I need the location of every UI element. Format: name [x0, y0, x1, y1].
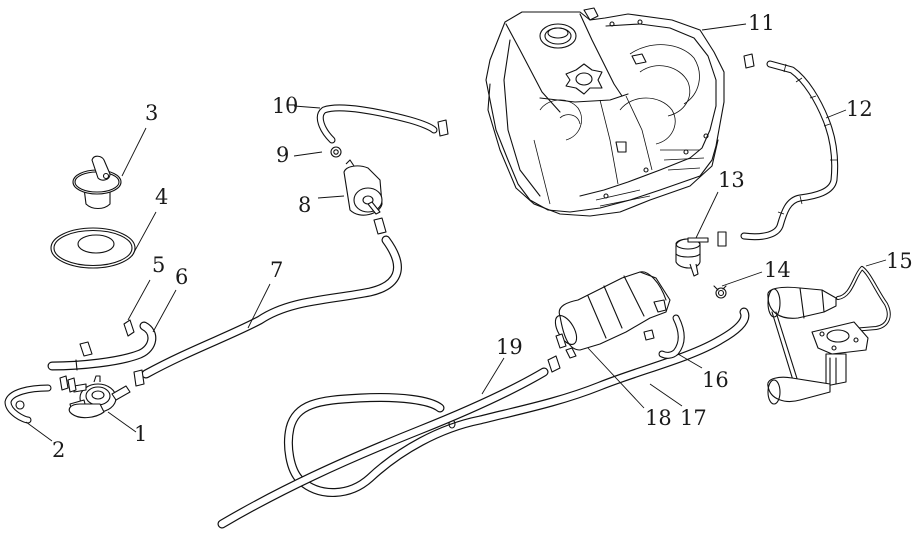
leader-7	[247, 283, 271, 329]
callout-16: 16	[702, 368, 729, 392]
callout-10: 1θ	[272, 94, 299, 118]
part-13-check-valve	[675, 237, 709, 277]
leader-13	[695, 191, 719, 239]
leader-12	[825, 109, 847, 119]
part-9-clamp	[330, 146, 342, 158]
part-7-fuel-hose	[133, 235, 402, 387]
leader-19	[481, 357, 505, 395]
part-8-fuel-filter	[343, 159, 387, 235]
callout-5: 5	[152, 253, 166, 277]
leader-lines	[25, 23, 887, 442]
part-5-clip	[79, 319, 135, 357]
part-18-canister	[554, 271, 671, 359]
part-6-vacuum-hose	[47, 321, 157, 371]
callout-8: 8	[298, 193, 312, 217]
leader-11	[701, 23, 747, 31]
leader-8	[317, 195, 345, 199]
callout-1: 1	[134, 422, 148, 446]
part-15-fuel-sender	[767, 266, 891, 405]
leader-6	[152, 289, 177, 333]
part-16-short-hose	[658, 314, 685, 359]
leader-4	[131, 211, 157, 257]
part-4-gasket	[50, 227, 136, 269]
callout-2: 2	[52, 438, 66, 462]
leader-10	[293, 105, 321, 109]
leader-18	[587, 347, 645, 409]
leader-15	[865, 259, 887, 267]
callout-7: 7	[270, 258, 284, 282]
callout-3: 3	[145, 101, 159, 125]
part-12-breather-hose	[717, 53, 839, 247]
callout-18: 18	[645, 406, 672, 430]
part-11-fuel-tank	[485, 7, 725, 217]
callout-6: 6	[175, 265, 189, 289]
callout-17: 17	[680, 406, 707, 430]
leader-5	[127, 279, 151, 321]
leader-2	[25, 421, 53, 442]
leader-16	[677, 353, 703, 369]
callout-14: 14	[764, 258, 791, 282]
part-14-clamp	[713, 285, 727, 299]
part-2-short-hose	[4, 384, 52, 424]
callout-13: 13	[718, 168, 745, 192]
leader-9	[293, 151, 323, 157]
callout-19: 19	[496, 335, 523, 359]
leader-1	[107, 411, 137, 433]
leader-14	[721, 271, 763, 287]
leader-3	[121, 127, 147, 177]
leader-17	[649, 383, 683, 407]
callout-9: 9	[276, 143, 290, 167]
callout-15: 15	[886, 249, 913, 273]
callout-4: 4	[155, 185, 169, 209]
part-10-filter-hose	[316, 104, 449, 144]
part-1-fuel-cock	[59, 375, 131, 419]
callout-11: 11	[748, 11, 775, 35]
part-19-purge-hose	[217, 355, 561, 529]
callout-12: 12	[846, 97, 873, 121]
part-3-fuel-cap	[72, 155, 122, 210]
